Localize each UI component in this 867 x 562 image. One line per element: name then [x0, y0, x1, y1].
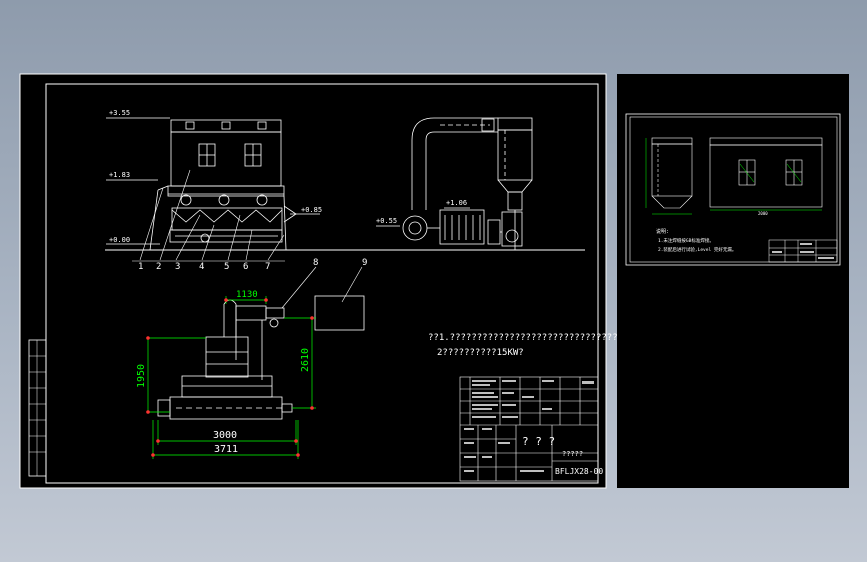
title-block-label: ?????: [562, 450, 583, 458]
main-sheet: +3.55 +1.83 +0.00 +0.85 +0.55 +1.06: [19, 73, 623, 489]
callout-number: 3: [175, 262, 180, 272]
level-label: +0.00: [109, 236, 130, 244]
detail-note: 2.装配后进行试验,Level 完好无漏。: [658, 246, 736, 253]
level-label: +1.06: [446, 199, 467, 207]
callout-number: 1: [138, 262, 143, 272]
callout-number: 4: [199, 262, 204, 272]
dimension-value: 1130: [236, 290, 258, 300]
detail-dimension: 2000: [758, 211, 768, 216]
hopper-front-view: [709, 137, 823, 208]
callout-number: 6: [243, 262, 248, 272]
dimension-lines: [147, 296, 316, 459]
callout-number: 2: [156, 262, 161, 272]
dimension-value: 3000: [213, 430, 237, 441]
dimension-value: 2610: [300, 348, 311, 372]
note-line: ??1.????????????????????????????????: [428, 333, 623, 343]
detail-notes-title: 说明:: [656, 228, 669, 235]
callout-number: 9: [362, 258, 367, 268]
drawing-number: BFLJX28-00: [555, 467, 603, 476]
level-label: +1.83: [109, 171, 130, 179]
plan-view: [157, 295, 365, 420]
callout-number: 7: [265, 262, 270, 272]
title-block: [459, 376, 599, 482]
dimension-value: 1950: [136, 364, 147, 388]
detail-sheet: 2000 说明: 1.未注焊缝按GB标准焊接。 2.装配后进行试验,Level …: [617, 74, 849, 488]
level-label: +3.55: [109, 109, 130, 117]
callout-number: 5: [224, 262, 229, 272]
hopper-side-view: [651, 137, 693, 209]
detail-note: 1.未注焊缝按GB标准焊接。: [658, 237, 714, 244]
title-block-label: ? ? ?: [522, 435, 555, 448]
detail-title-block: [768, 239, 838, 263]
level-label: +0.85: [301, 206, 322, 214]
note-line: 2??????????15KW?: [437, 348, 524, 358]
title-block-fill: [464, 380, 594, 472]
callout-number: 8: [313, 258, 318, 268]
dryer-elevation: [149, 119, 297, 251]
level-label: +0.55: [376, 217, 397, 225]
cyclone-system: [402, 117, 533, 250]
dimension-value: 3711: [214, 444, 238, 455]
